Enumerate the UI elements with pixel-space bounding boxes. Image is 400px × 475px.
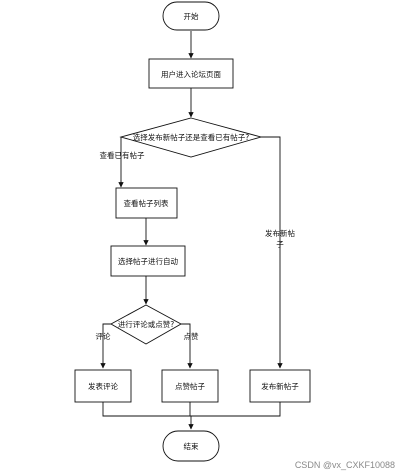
edge-publish-merge — [191, 402, 281, 417]
node-decision-main: 选择发布新帖子还是查看已有帖子? — [119, 117, 263, 158]
start-label: 开始 — [184, 11, 199, 21]
edge-label-comment: 评论 — [96, 331, 111, 341]
edge-decision-to-publish — [261, 136, 283, 369]
node-like-post: 点赞帖子 — [161, 369, 219, 403]
enter-forum-label: 用户进入论坛页面 — [161, 69, 221, 79]
edge-label-view-existing: 查看已有帖子 — [100, 150, 145, 160]
decision-action-label: 进行评论或点赞? — [118, 319, 174, 329]
decision-main-label: 选择发布新帖子还是查看已有帖子? — [133, 132, 249, 142]
edge-label-like: 点赞 — [184, 331, 199, 341]
decision-main-diamond — [119, 117, 263, 158]
like-post-label: 点赞帖子 — [175, 381, 205, 391]
node-publish-post: 发布新帖子 — [249, 369, 311, 403]
node-comment: 发表评论 — [74, 369, 132, 403]
edge-comment-merge — [102, 402, 191, 417]
like-post-box — [161, 369, 219, 403]
enter-forum-box — [148, 58, 234, 89]
end-label: 结束 — [184, 441, 199, 451]
publish-post-box — [249, 369, 311, 403]
edge-decision-to-like — [181, 323, 193, 369]
edge-decision-to-comment — [100, 323, 111, 369]
comment-label: 发表评论 — [88, 381, 118, 391]
node-decision-action: 进行评论或点赞? — [110, 304, 182, 345]
decision-action-diamond — [110, 304, 182, 345]
edge-label-publish-line1: 发布新帖 — [265, 228, 295, 238]
end-terminal-shape — [162, 430, 220, 462]
start-terminal-shape — [162, 1, 220, 31]
edge-labels: 查看已有帖子 发布新帖 子 评论 点赞 — [96, 150, 296, 341]
node-start: 开始 — [162, 1, 220, 31]
view-list-label: 查看帖子列表 — [124, 198, 169, 208]
select-auto-box — [110, 245, 186, 277]
edge-label-publish-line2: 子 — [276, 240, 284, 249]
node-select-auto: 选择帖子进行自动 — [110, 245, 186, 277]
publish-post-label: 发布新帖子 — [261, 381, 299, 391]
node-enter-forum: 用户进入论坛页面 — [148, 58, 234, 89]
node-view-list: 查看帖子列表 — [115, 187, 178, 219]
node-end: 结束 — [162, 430, 220, 462]
connectors — [100, 31, 283, 430]
csdn-watermark: CSDN @vx_CXKF10088 — [295, 460, 395, 470]
select-auto-label: 选择帖子进行自动 — [118, 256, 178, 266]
view-list-box — [115, 187, 178, 219]
comment-box — [74, 369, 132, 403]
